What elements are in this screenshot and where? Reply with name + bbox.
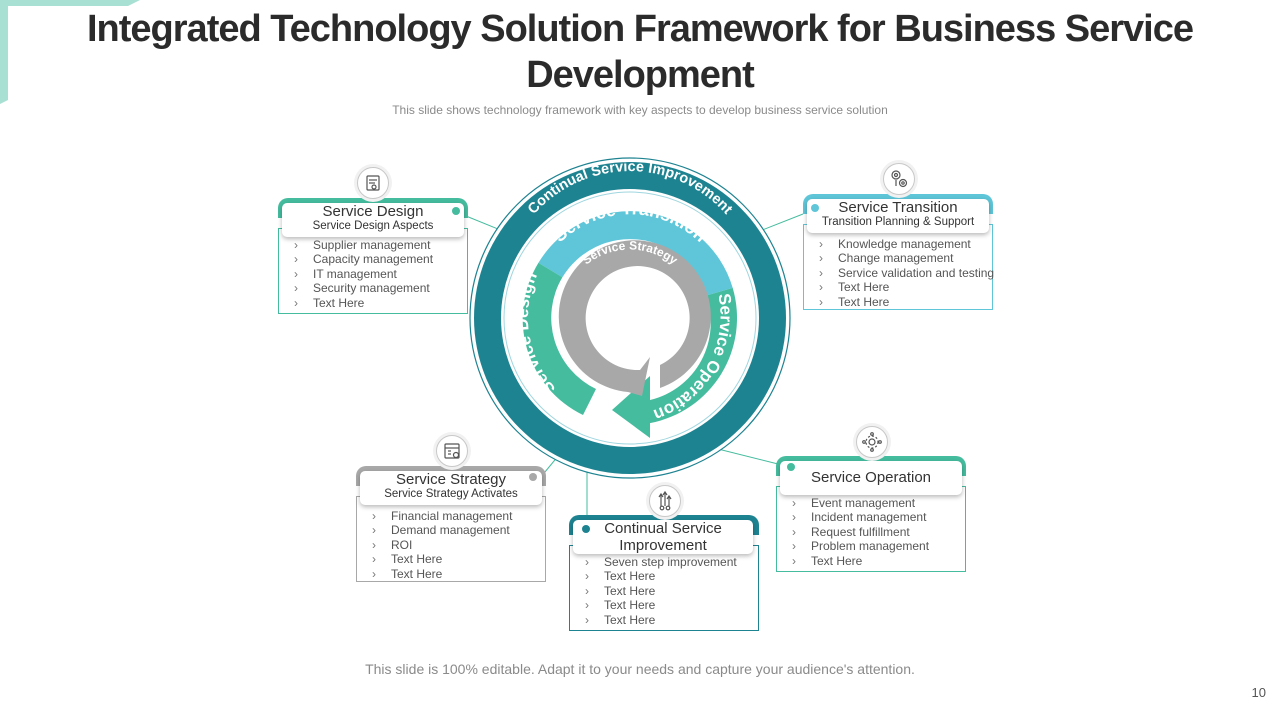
cycle-gear-icon xyxy=(856,426,888,458)
card-continual-improvement: Seven step improvement Text Here Text He… xyxy=(569,515,759,631)
segment-operation xyxy=(612,287,738,438)
list-item: Text Here xyxy=(570,584,758,599)
footer-note: This slide is 100% editable. Adapt it to… xyxy=(365,661,915,677)
list-item: Problem management xyxy=(777,539,965,554)
list-item: Text Here xyxy=(570,598,758,613)
list-item: Change management xyxy=(804,251,992,266)
list-item: ROI xyxy=(357,538,545,553)
card-service-transition: Knowledge management Change management S… xyxy=(803,194,994,310)
list-item: Text Here xyxy=(357,567,545,582)
list-item: Event management xyxy=(777,496,965,511)
list-item: Text Here xyxy=(357,552,545,567)
card-title: Service Design xyxy=(322,203,424,220)
list-item: Text Here xyxy=(570,613,758,628)
list-item: Request fulfillment xyxy=(777,525,965,540)
list-item: Demand management xyxy=(357,523,545,538)
page-subtitle: This slide shows technology framework wi… xyxy=(392,103,888,117)
calendar-gear-icon xyxy=(436,435,468,467)
gears-settings-icon xyxy=(883,163,915,195)
card-title: Service Transition xyxy=(838,199,958,216)
list-item: IT management xyxy=(279,267,467,282)
list-item: Text Here xyxy=(777,554,965,569)
card-service-operation: Event management Incident management Req… xyxy=(776,456,966,572)
list-item: Text Here xyxy=(279,296,467,311)
card-subtitle: Transition Planning & Support xyxy=(821,216,975,228)
segment-strategy xyxy=(558,240,711,396)
card-subtitle: Service Strategy Activates xyxy=(384,488,518,500)
list-item: Supplier management xyxy=(279,238,467,253)
page-number: 10 xyxy=(1251,685,1266,700)
card-title: Service Strategy xyxy=(395,471,507,488)
list-item: Knowledge management xyxy=(804,237,992,252)
list-item: Text Here xyxy=(804,295,992,310)
list-item: Incident management xyxy=(777,510,965,525)
card-service-design: Supplier management Capacity management … xyxy=(278,198,468,314)
segment-design xyxy=(522,262,596,415)
list-item: Text Here xyxy=(570,569,758,584)
page-title: Integrated Technology Solution Framework… xyxy=(87,8,1194,96)
list-item: Financial management xyxy=(357,509,545,524)
card-subtitle: Service Design Aspects xyxy=(312,220,434,232)
list-item: Text Here xyxy=(804,280,992,295)
list-item: Capacity management xyxy=(279,252,467,267)
card-title: Service Operation xyxy=(810,469,932,486)
list-item: Seven step improvement xyxy=(570,555,758,570)
list-item: Service validation and testing xyxy=(804,266,994,281)
list-item: Security management xyxy=(279,281,467,296)
card-service-strategy: Financial management Demand management R… xyxy=(356,466,546,582)
blueprint-icon xyxy=(357,167,389,199)
segment-transition xyxy=(538,211,733,296)
card-title: Continual Service Improvement xyxy=(604,520,722,554)
improvement-arrows-icon xyxy=(649,485,681,517)
